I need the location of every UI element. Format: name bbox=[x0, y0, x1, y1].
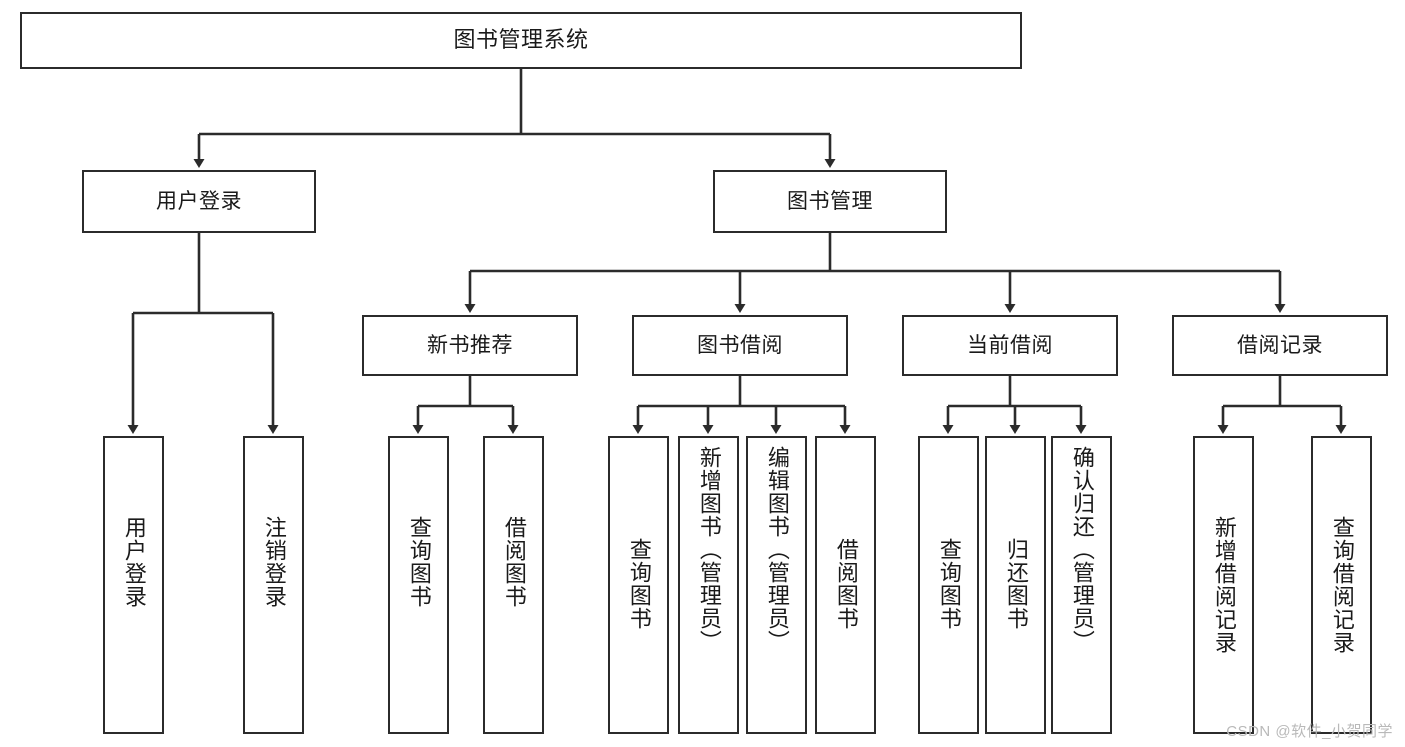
leaf-logout[interactable]: 注销登录 bbox=[243, 436, 304, 734]
leaf-confirm-return-admin[interactable]: 确认归还（管理员） bbox=[1051, 436, 1112, 734]
node-label: 新增图书（管理员） bbox=[696, 446, 722, 653]
node-label: 当前借阅 bbox=[967, 333, 1053, 357]
node-label: 归还图书 bbox=[1003, 538, 1029, 630]
node-label: 新书推荐 bbox=[427, 333, 513, 357]
node-label: 图书管理 bbox=[787, 189, 873, 213]
node-label: 用户登录 bbox=[156, 189, 242, 213]
leaf-query-book-recommend[interactable]: 查询图书 bbox=[388, 436, 449, 734]
node-label: 编辑图书（管理员） bbox=[764, 446, 790, 653]
leaf-add-book-admin[interactable]: 新增图书（管理员） bbox=[678, 436, 739, 734]
node-book-borrow[interactable]: 图书借阅 bbox=[632, 315, 848, 376]
node-borrow-records[interactable]: 借阅记录 bbox=[1172, 315, 1388, 376]
leaf-query-borrow-record[interactable]: 查询借阅记录 bbox=[1311, 436, 1372, 734]
node-label: 查询图书 bbox=[626, 538, 652, 630]
node-user-login[interactable]: 用户登录 bbox=[82, 170, 316, 233]
node-label: 新增借阅记录 bbox=[1211, 516, 1237, 654]
node-book-management[interactable]: 图书管理 bbox=[713, 170, 947, 233]
node-label: 借阅记录 bbox=[1237, 333, 1323, 357]
node-label: 用户登录 bbox=[121, 516, 147, 608]
node-label: 注销登录 bbox=[261, 516, 287, 608]
leaf-edit-book-admin[interactable]: 编辑图书（管理员） bbox=[746, 436, 807, 734]
node-label: 确认归还（管理员） bbox=[1069, 446, 1095, 653]
leaf-add-borrow-record[interactable]: 新增借阅记录 bbox=[1193, 436, 1254, 734]
leaf-borrow-book-recommend[interactable]: 借阅图书 bbox=[483, 436, 544, 734]
node-new-book-recommend[interactable]: 新书推荐 bbox=[362, 315, 578, 376]
node-label: 图书借阅 bbox=[697, 333, 783, 357]
node-label: 借阅图书 bbox=[833, 538, 859, 630]
leaf-query-book-current[interactable]: 查询图书 bbox=[918, 436, 979, 734]
leaf-user-login[interactable]: 用户登录 bbox=[103, 436, 164, 734]
leaf-borrow-book[interactable]: 借阅图书 bbox=[815, 436, 876, 734]
node-root-system[interactable]: 图书管理系统 bbox=[20, 12, 1022, 69]
leaf-query-book-borrow[interactable]: 查询图书 bbox=[608, 436, 669, 734]
node-label: 查询图书 bbox=[936, 538, 962, 630]
leaf-return-book[interactable]: 归还图书 bbox=[985, 436, 1046, 734]
node-label: 查询图书 bbox=[406, 516, 432, 608]
node-current-borrow[interactable]: 当前借阅 bbox=[902, 315, 1118, 376]
node-label: 图书管理系统 bbox=[453, 27, 589, 53]
node-label: 查询借阅记录 bbox=[1329, 516, 1355, 654]
node-label: 借阅图书 bbox=[501, 516, 527, 608]
watermark: CSDN @软件_小贺同学 bbox=[1226, 723, 1393, 740]
